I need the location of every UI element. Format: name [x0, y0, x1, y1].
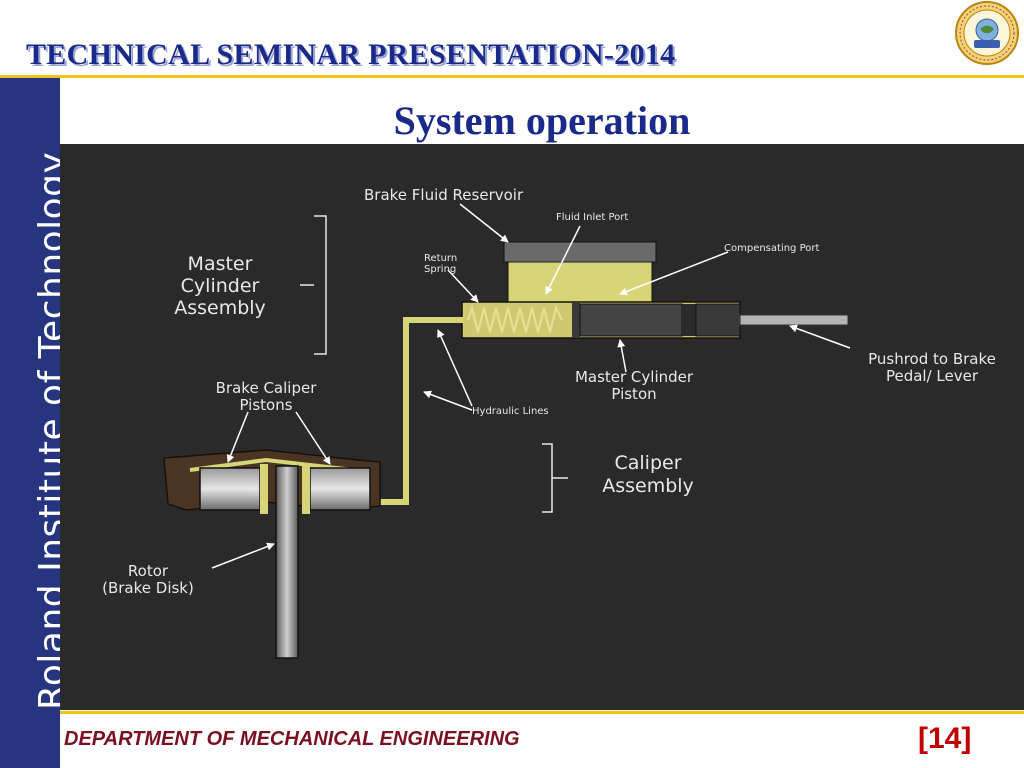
slide-heading: System operation — [393, 98, 691, 143]
arrow-hydraulic-lines — [423, 390, 473, 411]
arrow-mc-piston — [617, 339, 627, 373]
arrow-inlet-port — [545, 225, 581, 295]
label-caliper-pistons-2: Pistons — [239, 396, 292, 414]
label-master-assembly-2: Cylinder — [181, 275, 260, 297]
presentation-title: TECHNICAL SEMINAR PRESENTATION-2014 — [26, 38, 676, 71]
arrow-caliper-piston-right — [295, 411, 331, 465]
slide-number: [14] — [918, 722, 972, 755]
arrow-rotor — [211, 542, 275, 569]
footer-divider — [60, 711, 1024, 714]
brake-system-diagram: Brake Fluid Reservoir Fluid Inlet Port C… — [60, 144, 1024, 710]
label-reservoir: Brake Fluid Reservoir — [364, 186, 524, 204]
label-caliper-assembly-2: Assembly — [602, 475, 694, 497]
diagram-background — [60, 144, 1024, 710]
label-inlet-port: Fluid Inlet Port — [556, 212, 628, 223]
caliper-assembly-bracket — [542, 443, 568, 513]
label-return-spring-1: Return — [424, 253, 457, 264]
hydraulic-line — [360, 317, 464, 505]
label-rotor-1: Rotor — [128, 562, 169, 580]
arrow-reservoir — [459, 203, 509, 243]
header-divider — [0, 75, 1024, 78]
institute-logo — [955, 1, 1019, 65]
arrow-compensating-port — [619, 251, 729, 296]
label-pushrod-1: Pushrod to Brake — [868, 350, 996, 368]
arrow-return-spring — [447, 269, 479, 303]
label-caliper-assembly-1: Caliper — [614, 452, 681, 474]
label-hydraulic-lines: Hydraulic Lines — [472, 406, 549, 417]
master-assembly-bracket — [300, 215, 327, 355]
arrow-pushrod — [789, 324, 851, 349]
arrow-caliper-piston-left — [226, 411, 249, 463]
label-compensating-port: Compensating Port — [724, 243, 819, 254]
label-mc-piston-2: Piston — [611, 385, 656, 403]
brake-rotor — [275, 465, 299, 659]
sidebar-band — [0, 78, 60, 768]
label-rotor-2: (Brake Disk) — [102, 579, 194, 597]
footer-department: DEPARTMENT OF MECHANICAL ENGINEERING — [64, 728, 520, 750]
label-caliper-pistons-1: Brake Caliper — [216, 379, 318, 397]
brake-fluid-reservoir — [503, 241, 657, 303]
label-mc-piston-1: Master Cylinder — [575, 368, 694, 386]
return-spring — [467, 304, 563, 333]
label-master-assembly-3: Assembly — [174, 297, 266, 319]
label-master-assembly-1: Master — [188, 253, 253, 275]
label-return-spring-2: Spring — [424, 264, 456, 275]
caliper-body — [163, 449, 381, 514]
arrow-hydraulic-lines-2 — [437, 329, 473, 407]
label-pushrod-2: Pedal/ Lever — [886, 367, 979, 385]
